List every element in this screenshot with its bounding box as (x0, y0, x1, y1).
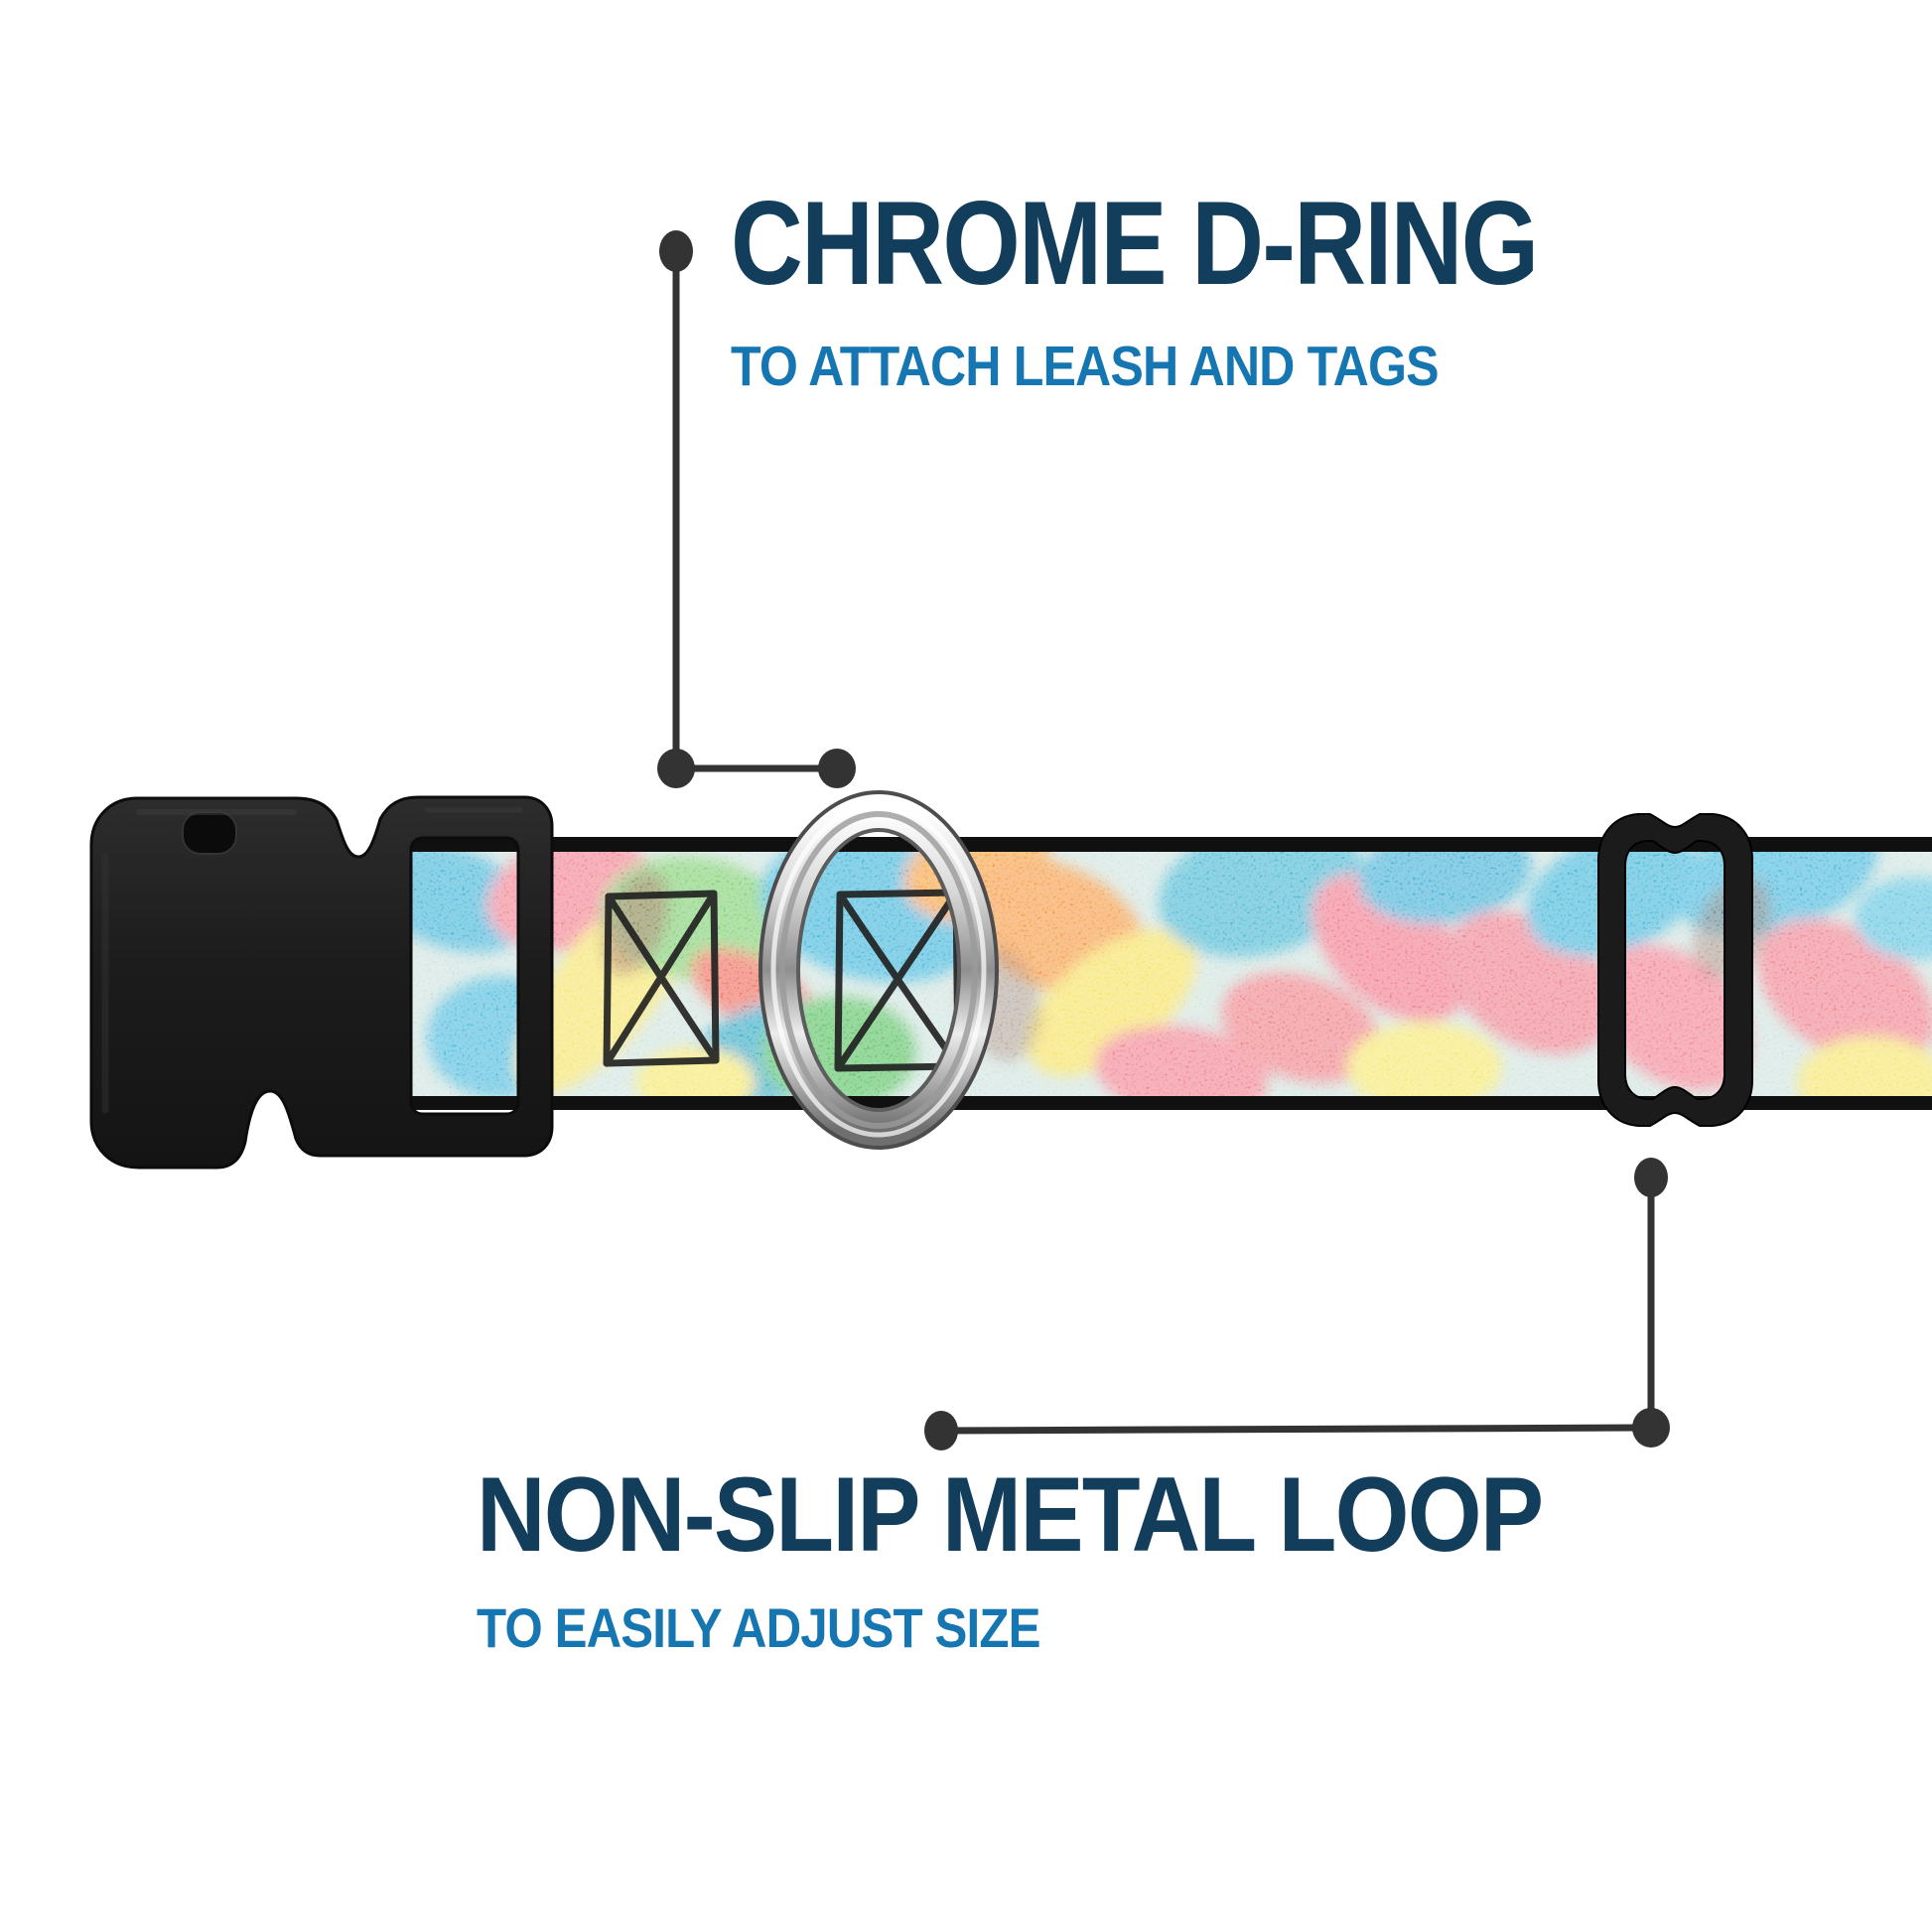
d-ring-callout-dot-top (659, 230, 693, 272)
d-ring-callout-dot-end (818, 749, 856, 788)
strap-webbing (397, 837, 1932, 1110)
d-ring-callout: CHROME D-RING TO ATTACH LEASH AND TAGS (731, 184, 1691, 395)
metal-loop-callout-dot-top (1634, 1158, 1668, 1197)
metal-loop-callout-subtitle: TO EASILY ADJUST SIZE (477, 1596, 1040, 1659)
metal-loop-callout-dot-end (924, 1411, 958, 1450)
stitch-box-left (603, 890, 720, 1067)
side-release-buckle-icon (89, 795, 554, 1170)
d-ring-callout-subtitle: TO ATTACH LEASH AND TAGS (731, 335, 1440, 398)
d-ring-callout-dot-corner (657, 749, 695, 788)
metal-loop-callout: NON-SLIP METAL LOOP TO EASILY ADJUST SIZ… (477, 1461, 1661, 1656)
chrome-d-ring-icon (759, 790, 999, 1150)
metal-loop-slider-icon (1597, 813, 1753, 1127)
metal-loop-callout-dot-corner (1632, 1408, 1670, 1448)
d-ring-callout-title: CHROME D-RING (731, 177, 1539, 310)
metal-loop-callout-title: NON-SLIP METAL LOOP (477, 1454, 1544, 1574)
buckle-prong-slot (182, 811, 237, 855)
metal-loop-callout-line (940, 1179, 1655, 1435)
